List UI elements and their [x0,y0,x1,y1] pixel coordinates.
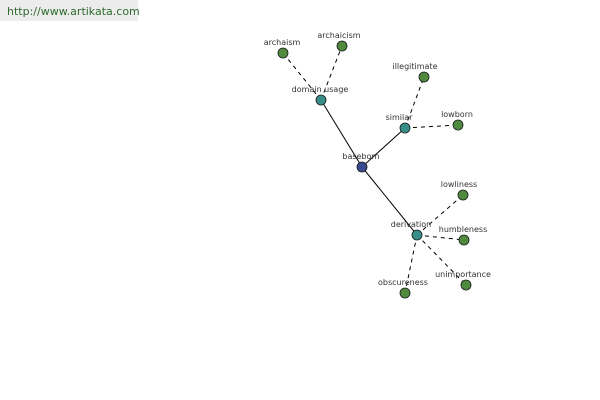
node-unimportance[interactable] [460,279,472,291]
edge-similar-illegitimate [404,76,425,129]
node-lowborn[interactable] [452,119,464,131]
source-link[interactable]: http://www.artikata.com [7,5,140,18]
node-label-baseborn: baseborn [342,152,379,161]
node-label-archaicism: archaicism [317,31,360,40]
node-label-similar: similar [386,113,414,122]
node-lowliness[interactable] [457,189,469,201]
edges-layer [282,45,467,294]
node-label-illegitimate: illegitimate [392,62,437,71]
node-label-domain-usage: domain usage [292,85,349,94]
edge-derivation-obscureness [404,234,418,294]
node-archaicism[interactable] [336,40,348,52]
edge-baseborn-domain_usage [320,99,363,168]
source-bar: http://www.artikata.com [0,0,140,21]
edge-similar-lowborn [404,124,459,129]
labels-layer: baseborn domain usage similar derivation arc… [264,31,491,287]
node-illegitimate[interactable] [418,71,430,83]
node-label-lowliness: lowliness [441,180,477,189]
node-humbleness[interactable] [458,234,470,246]
node-label-unimportance: unimportance [435,270,491,279]
node-archaism[interactable] [277,47,289,59]
edge-derivation-unimportance [416,234,467,286]
node-obscureness[interactable] [399,287,411,299]
edge-derivation-humbleness [416,234,465,241]
node-label-obscureness: obscureness [378,278,428,287]
node-label-derivation: derivation [391,220,431,229]
node-domain-usage[interactable] [315,94,327,106]
node-similar[interactable] [399,122,411,134]
node-baseborn[interactable] [356,161,368,173]
node-label-humbleness: humbleness [439,225,487,234]
node-label-lowborn: lowborn [441,110,473,119]
nodes-layer [277,40,472,299]
edge-baseborn-similar [361,127,406,168]
node-derivation[interactable] [411,229,423,241]
edge-derivation-lowliness [416,194,464,236]
edge-domain_usage-archaicism [320,45,343,101]
edge-domain_usage-archaism [282,52,322,101]
edge-baseborn-derivation [361,166,418,236]
node-label-archaism: archaism [264,38,301,47]
